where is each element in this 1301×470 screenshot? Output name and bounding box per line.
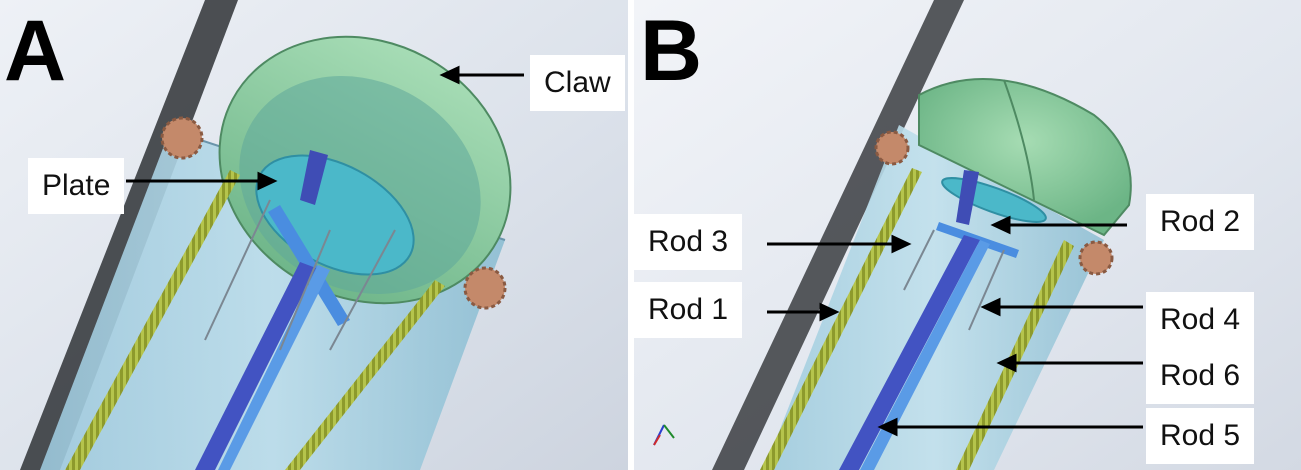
thin-rods-b: [903, 229, 1005, 331]
panel-b: B Rod 3 Rod 2 Rod 1 Rod 4 Rod 6 Rod 5: [634, 0, 1301, 470]
dark-cable: [20, 0, 238, 470]
gear-left-a: [160, 116, 204, 160]
arrows-b: [767, 215, 1143, 437]
label-rod2: Rod 2: [1146, 194, 1255, 250]
arrows-a: [126, 65, 524, 191]
thin-rods-a: [204, 199, 396, 351]
axis-triad: [653, 424, 675, 446]
cad-render-a: [0, 0, 628, 470]
gear-right-a: [463, 266, 507, 310]
claw-b: [918, 78, 1132, 237]
linkage-a: [195, 150, 350, 470]
rack-left-a: [65, 170, 240, 470]
dark-cable-b: [712, 0, 964, 470]
linkage-b: [839, 170, 1019, 470]
label-claw: Claw: [530, 55, 625, 111]
label-rod4: Rod 4: [1146, 292, 1255, 348]
panel-label-b: B: [640, 3, 703, 99]
label-rod6: Rod 6: [1146, 348, 1255, 404]
label-rod1: Rod 1: [634, 282, 743, 338]
gear-left-b: [874, 130, 910, 166]
panel-a: A Claw Plate: [0, 0, 628, 470]
label-plate: Plate: [28, 158, 125, 214]
label-rod5: Rod 5: [1146, 408, 1255, 464]
rack-right-a: [285, 280, 445, 470]
gear-right-b: [1078, 240, 1114, 276]
panel-label-a: A: [4, 3, 67, 99]
label-rod3: Rod 3: [634, 214, 743, 270]
